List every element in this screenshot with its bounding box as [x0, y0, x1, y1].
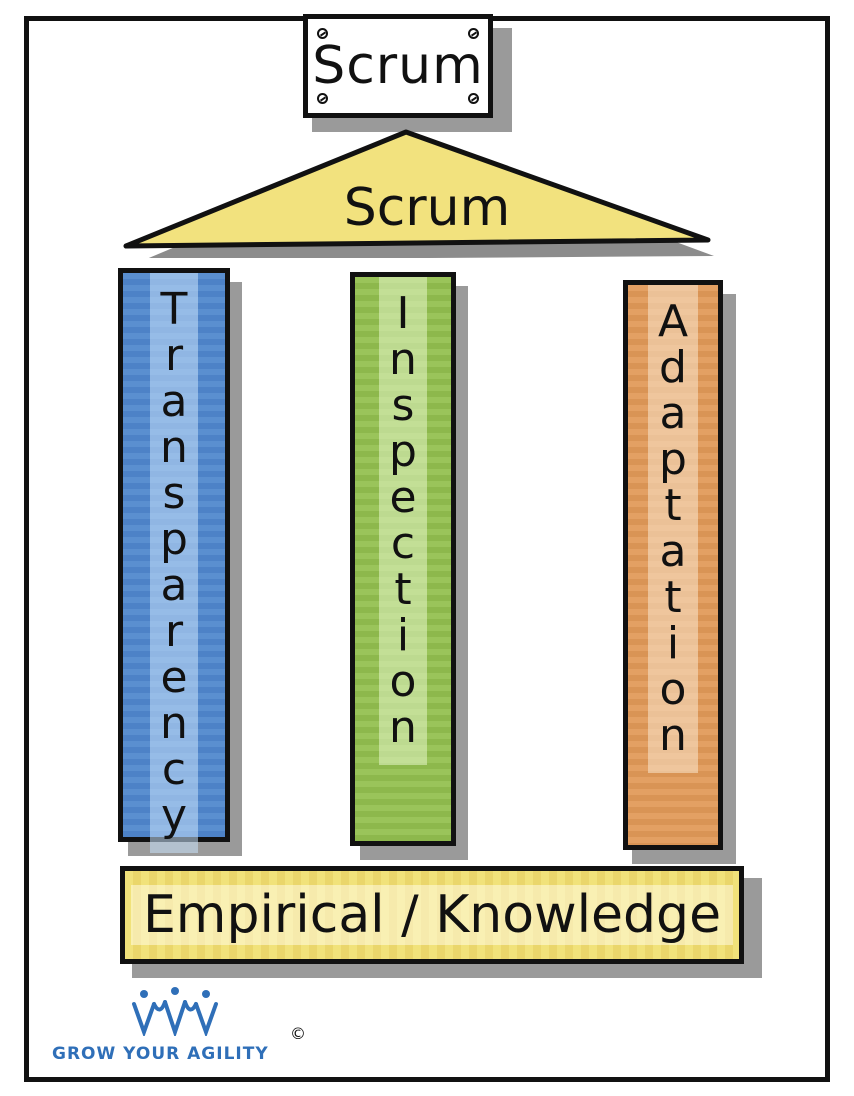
foundation-base: Empirical / Knowledge — [120, 866, 744, 964]
pillar-letter: s — [162, 468, 186, 519]
pillar-letter: p — [389, 426, 417, 477]
pillar-letter: I — [396, 288, 410, 339]
pillar-letter: o — [389, 656, 417, 707]
base-label: Empirical / Knowledge — [130, 885, 734, 945]
pillar-letter: t — [664, 572, 682, 623]
pillar-letter: T — [160, 284, 188, 335]
sign-label: Scrum — [312, 36, 484, 96]
pillar-letter: i — [666, 618, 680, 669]
pillar-letter: c — [390, 518, 416, 569]
pillar-letter: s — [391, 380, 415, 431]
pillar-letter: a — [659, 388, 687, 439]
pillar-letter: t — [664, 480, 682, 531]
pillar-letter: d — [659, 342, 687, 393]
pillar-letter: a — [160, 376, 188, 427]
pillar-letter: e — [160, 652, 188, 703]
logo-text: GROW YOUR AGILITY — [52, 1044, 269, 1064]
pillar-letter: n — [389, 334, 417, 385]
pillar-letter: y — [160, 790, 188, 841]
pillar-letter: n — [160, 422, 188, 473]
pillar-letter: n — [389, 702, 417, 753]
pillar-letter: A — [657, 296, 689, 347]
pillar-letter: a — [160, 560, 188, 611]
pillar-letter: r — [164, 606, 184, 657]
pillar-letter: e — [389, 472, 417, 523]
pillar-letter: t — [394, 564, 412, 615]
pillar-letter: p — [160, 514, 188, 565]
screw-icon — [468, 28, 479, 39]
pillar-letter: n — [659, 710, 687, 761]
copyright-mark: © — [290, 1024, 306, 1043]
screw-icon — [317, 93, 328, 104]
grow-your-agility-logo: GROW YOUR AGILITY — [52, 986, 312, 1076]
pillar-letter: r — [164, 330, 184, 381]
people-icon — [132, 987, 218, 1036]
scrum-sign: Scrum — [303, 14, 493, 118]
pillar-letter: c — [161, 744, 187, 795]
pillar-letter: a — [659, 526, 687, 577]
pillar-letter: n — [160, 698, 188, 749]
pillar-letter: o — [659, 664, 687, 715]
pillar-letter: p — [659, 434, 687, 485]
screw-icon — [317, 28, 328, 39]
roof-label: Scrum — [343, 178, 511, 238]
pillar-letter: i — [396, 610, 410, 661]
screw-icon — [468, 93, 479, 104]
roof-triangle — [123, 129, 714, 258]
